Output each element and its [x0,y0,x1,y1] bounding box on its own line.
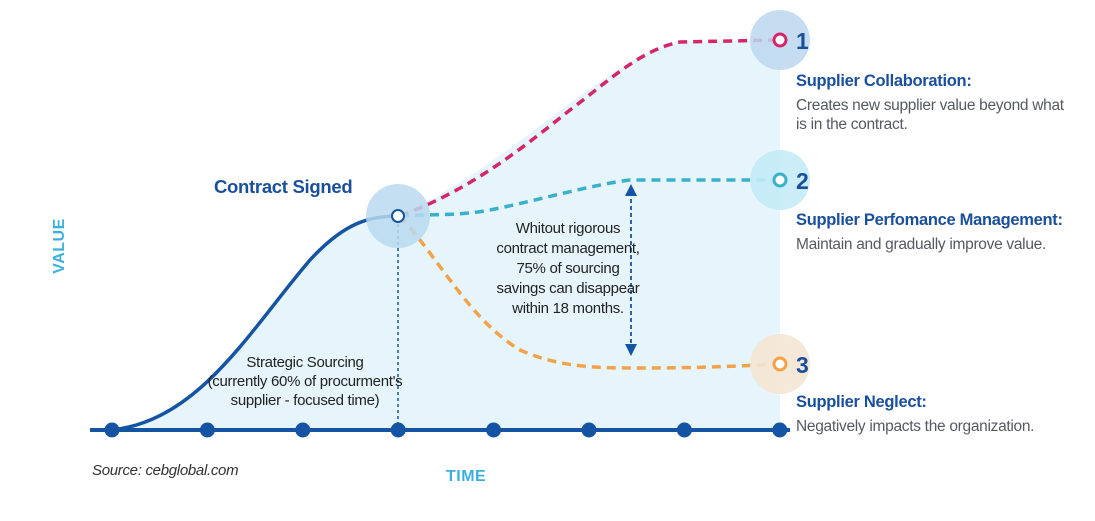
time-axis-tick [486,422,502,438]
time-axis-ticks [104,422,788,438]
time-axis-tick [772,422,788,438]
gap-note-line: 75% of sourcing [516,260,620,277]
contract-signed-label: Contract Signed [214,176,353,197]
outcome-2-number: 2 [796,168,809,194]
outcome-2-title: Supplier Perfomance Management: [796,211,1063,229]
outcome-1-description: Creates new supplier value beyond what i… [796,97,1064,133]
outcome-3-marker [772,356,788,372]
value-axis-label: VALUE [51,218,68,274]
outcome-2-marker [772,172,788,188]
collaboration-path [399,38,781,218]
time-axis-label: TIME [446,468,487,485]
outcome-2-description: Maintain and gradually improve value. [796,236,1046,253]
outcome-1-number: 1 [796,28,809,54]
value-area [112,40,780,430]
performance-path [399,178,780,218]
time-axis-tick [390,422,406,438]
neglect-path [398,214,781,370]
gap-note: Whitout rigorous contract management, 75… [463,219,673,319]
gap-note-line: Whitout rigorous [515,220,621,237]
source-credit: Source: cebglobal.com [92,462,239,479]
sourcing-note-line: Strategic Sourcing [246,354,364,371]
strategic-sourcing-note: Strategic Sourcing (currently 60% of pro… [170,353,440,410]
time-axis-tick [295,422,311,438]
gap-note-line: contract management, [496,240,640,257]
outcome-1-title: Supplier Collaboration: [796,72,972,90]
time-axis-tick [581,422,597,438]
sourcing-note-line: (currently 60% of procurment's [207,373,403,390]
time-axis-tick [199,422,215,438]
gap-note-line: savings can disappear [496,280,640,297]
outcome-3-description: Negatively impacts the organization. [796,418,1035,435]
time-axis-tick [104,422,120,438]
sourcing-note-line: supplier - focused time) [230,392,380,409]
outcome-3-number: 3 [796,352,809,378]
outcome-3-title: Supplier Neglect: [796,393,927,411]
contract-point [391,209,405,223]
gap-note-line: within 18 months. [512,300,624,317]
gap-double-arrow [625,184,637,356]
time-axis-tick [676,422,692,438]
outcome-1-marker [772,32,788,48]
strategic-sourcing-curve [111,214,399,432]
